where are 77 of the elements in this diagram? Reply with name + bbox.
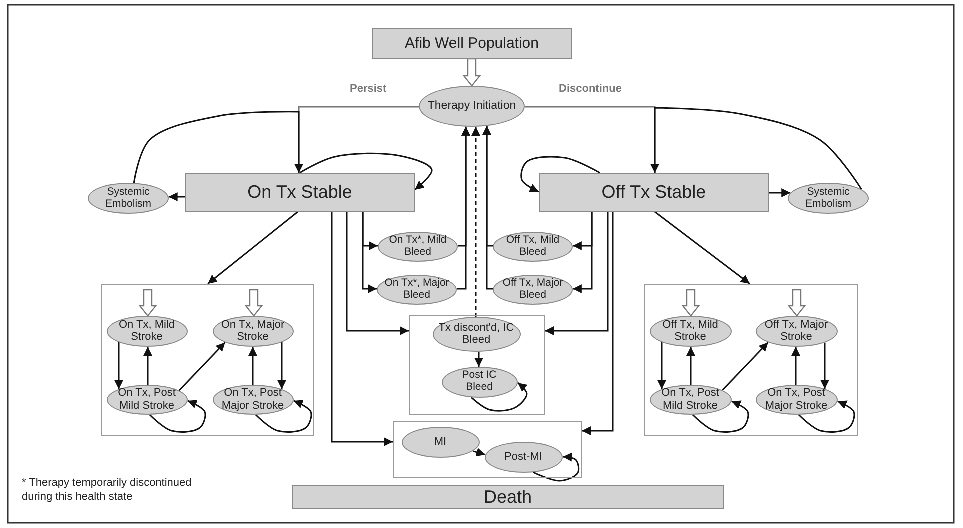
arrow [474, 352, 484, 367]
arrow [362, 212, 378, 294]
arrow [769, 188, 791, 198]
state-label: On Tx, Mild Stroke [118, 318, 176, 344]
state-label: Afib Well Population [405, 35, 539, 52]
arrow [658, 342, 666, 390]
arrow [482, 126, 494, 290]
arrow [278, 342, 286, 390]
arrow [456, 126, 470, 290]
arrow [722, 342, 769, 391]
arrow [545, 212, 609, 336]
loop-arrow [300, 152, 433, 191]
arrow [792, 347, 800, 385]
arrow [472, 448, 486, 457]
state-label: Off Tx, Mild Stroke [662, 318, 720, 344]
group-box [644, 284, 858, 436]
block-arrow [462, 58, 482, 87]
state-label: Systemic Embolism [104, 186, 153, 210]
arrow [582, 212, 614, 436]
group-box [101, 284, 314, 436]
state-label: On Tx, Post Mild Stroke [660, 387, 720, 412]
arrow [178, 342, 226, 392]
state-label: Death [484, 486, 532, 508]
arrow [686, 347, 696, 385]
state-ellipse [106, 384, 188, 414]
loop-arrow [520, 156, 600, 193]
loop-arrow [798, 400, 856, 433]
arrow [168, 192, 185, 202]
arrow [346, 212, 409, 336]
state-box [292, 485, 724, 509]
block-arrow [244, 289, 264, 317]
state-ellipse [402, 426, 480, 458]
state-label: Post IC Bleed [461, 370, 498, 394]
state-ellipse [788, 183, 869, 214]
state-label: Therapy Initiation [428, 100, 516, 113]
dashed-arrow [472, 126, 480, 317]
loop-arrow [470, 382, 528, 412]
arrow [820, 342, 830, 390]
state-label: On Tx, Post Major Stroke [220, 387, 286, 412]
state-label: On Tx Stable [248, 182, 352, 203]
footnote: * Therapy temporarily discontinued during this health state [22, 477, 193, 504]
block-arrow [788, 289, 806, 317]
state-label: Off Tx, Mild Bleed [505, 235, 561, 259]
arrow [650, 107, 862, 190]
loop-arrow [149, 400, 206, 433]
state-label: On Tx, Major Stroke [220, 318, 286, 344]
loop-arrow [692, 400, 750, 433]
group-box [393, 421, 582, 478]
state-label: Off Tx, Major Bleed [502, 278, 564, 302]
arrow [331, 212, 393, 446]
state-box [539, 173, 769, 212]
loop-arrow [533, 452, 580, 482]
state-label: Off Tx, Major Stroke [764, 318, 830, 344]
state-label: Off Tx Stable [602, 182, 706, 203]
state-label: Systemic Embolism [804, 186, 853, 210]
block-arrow [138, 289, 158, 317]
state-label: On Tx, Post Major Stroke [764, 387, 829, 412]
arrow [248, 347, 258, 385]
edge-label: Discontinue [557, 83, 624, 95]
state-label: Tx discont'd, IC Bleed [438, 322, 514, 346]
state-label: MI [434, 436, 447, 448]
arrow [114, 342, 124, 390]
arrow [133, 111, 304, 184]
edge-label: Persist [348, 83, 389, 95]
arrow [654, 211, 750, 285]
state-label: On Tx, Post Mild Stroke [117, 387, 177, 412]
state-label: Post-MI [504, 450, 542, 464]
state-box [185, 173, 415, 212]
group-box [409, 315, 545, 415]
arrow [144, 347, 152, 385]
block-arrow [682, 289, 700, 317]
loop-arrow [255, 400, 312, 433]
arrow [572, 212, 593, 294]
state-box [372, 28, 572, 59]
state-label: On Tx*, Mild Bleed [388, 235, 448, 259]
state-label: On Tx*, Major Bleed [384, 278, 450, 302]
arrow [208, 211, 298, 285]
